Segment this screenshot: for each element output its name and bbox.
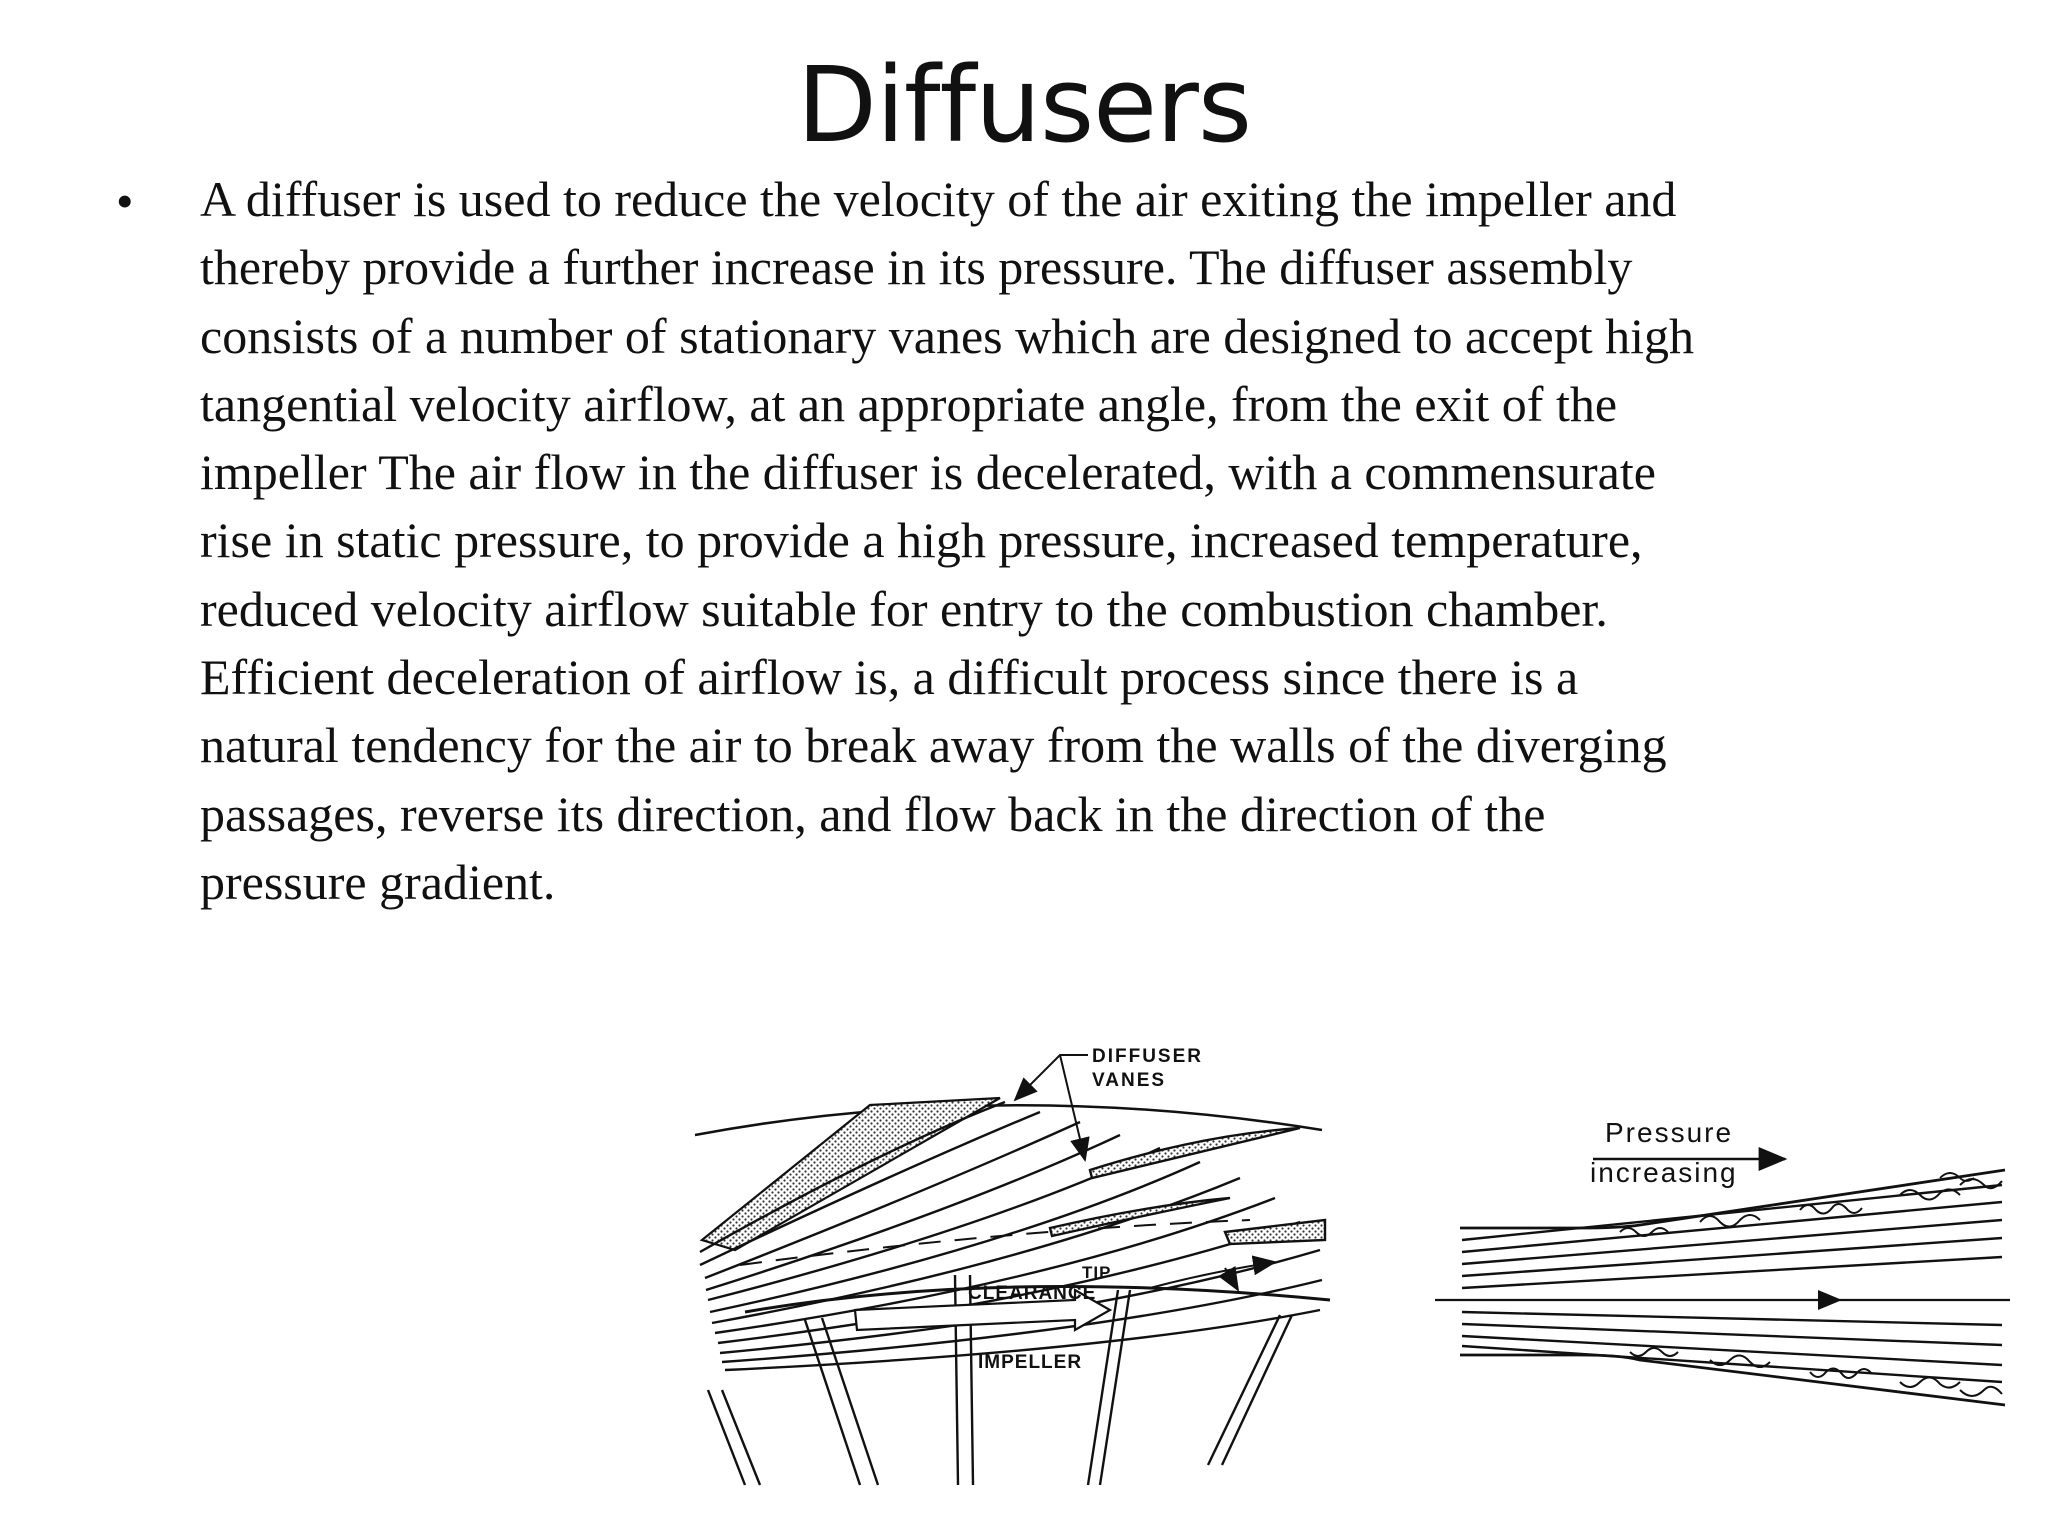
paragraph-line: passages, reverse its direction, and flo… <box>200 785 1546 842</box>
paragraph-line: pressure gradient. <box>200 853 556 910</box>
paragraph-line: impeller The air flow in the diffuser is… <box>200 444 1656 501</box>
paragraph-line: rise in static pressure, to provide a hi… <box>200 512 1643 569</box>
impeller-label: IMPELLER <box>978 1352 1082 1373</box>
vanes-label: VANES <box>1092 1070 1166 1091</box>
paragraph-line: reduced velocity airflow suitable for en… <box>200 580 1608 637</box>
tip-label: TIP <box>1082 1263 1111 1282</box>
diffuser-label: DIFFUSER <box>1092 1046 1203 1067</box>
bullet-paragraph: A diffuser is used to reduce the velocit… <box>200 165 1940 916</box>
paragraph-line: natural tendency for the air to break aw… <box>200 717 1667 774</box>
paragraph-line: tangential velocity airflow, at an appro… <box>200 375 1618 432</box>
paragraph-line: A diffuser is used to reduce the velocit… <box>200 171 1677 227</box>
pressure-label: Pressure <box>1605 1117 1733 1148</box>
bullet-marker: • <box>116 173 134 229</box>
increasing-label: increasing <box>1590 1157 1738 1188</box>
diffuser-vanes-figure <box>694 1054 1331 1486</box>
slide-title: Diffusers <box>796 44 1252 166</box>
paragraph-line: consists of a number of stationary vanes… <box>200 307 1694 364</box>
diverging-passage-figure <box>1435 1147 2010 1407</box>
paragraph-line: thereby provide a further increase in it… <box>200 239 1633 296</box>
clearance-label: CLEARANCE <box>968 1283 1096 1304</box>
paragraph-line: Efficient deceleration of airflow is, a … <box>200 649 1579 706</box>
